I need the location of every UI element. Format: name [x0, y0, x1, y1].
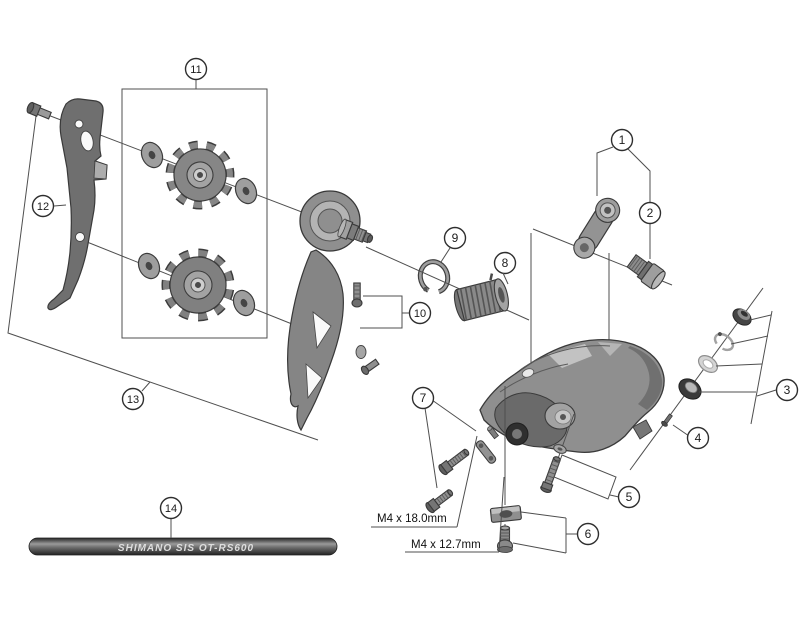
callout-13-number: 13: [127, 394, 139, 406]
callout-11-number: 11: [190, 64, 201, 76]
nut-plate: [489, 505, 522, 523]
callout-10: 10: [408, 301, 432, 325]
callout-7: 7: [411, 386, 435, 410]
callout-3: 3: [775, 378, 799, 402]
callout-5: 5: [617, 485, 641, 509]
pulley-washer: [234, 177, 258, 205]
callout-9-number: 9: [452, 231, 459, 245]
b-axle-parts-group: [678, 308, 777, 425]
cable-marking-text: SHIMANO SIS OT-RS600: [118, 543, 254, 554]
plate-bolts-bracket-10: [360, 295, 410, 329]
callout-2-number: 2: [647, 206, 654, 220]
b-axle-stopper-ring: [678, 378, 702, 400]
callout-3-number: 3: [784, 383, 791, 397]
bolt-length-label-top: M4 x 18.0mm: [377, 513, 447, 525]
dimension-label-bottom: M4 x 12.7mm: [405, 476, 505, 553]
callout-8: 8: [493, 251, 517, 285]
callout-13: 13: [121, 387, 145, 411]
derailleur-body: [479, 338, 665, 454]
callout-8-number: 8: [502, 256, 509, 270]
cage-axle: [337, 218, 374, 244]
dimension-label-top: M4 x 18.0mm: [371, 435, 478, 528]
inner-cage-plate: [47, 98, 108, 311]
bracket-6-lines: [512, 511, 577, 554]
bracket-3-lines: [699, 310, 777, 425]
bracket-axle-unit: [573, 197, 621, 259]
b-axle-nut: [732, 308, 752, 326]
callout-6: 6: [576, 522, 600, 546]
callout-1-number: 1: [619, 133, 626, 147]
mounting-bolt-long: [438, 448, 470, 476]
plate-bolt-lower: [360, 358, 380, 375]
callout-4-number: 4: [695, 431, 702, 445]
tension-spring: [453, 273, 509, 322]
leader-line-4: [672, 424, 690, 437]
b-axle-washer: [697, 355, 719, 373]
tension-pulley: [161, 248, 235, 322]
pulley-washer: [137, 252, 161, 280]
plate-bolt-upper: [351, 282, 363, 308]
callout-12: 12: [31, 194, 67, 218]
outer-casing: SHIMANO SIS OT-RS600: [28, 519, 338, 556]
mounting-bolt-short: [425, 489, 454, 514]
cage-spacer-stud: [487, 426, 499, 440]
callout-5-number: 5: [626, 490, 633, 504]
callout-12-number: 12: [37, 201, 49, 213]
bracket-axle-bolt: [626, 253, 666, 290]
clamp-bolt-5: [540, 456, 561, 493]
callout-11: 11: [184, 57, 208, 89]
callout-10-number: 10: [414, 308, 426, 320]
b-axle-circlip: [713, 332, 735, 352]
callout-7-number: 7: [420, 391, 427, 405]
callout-9: 9: [440, 226, 467, 263]
cage-pivot-bolt: [26, 101, 52, 120]
bracket-1-lines: [596, 146, 651, 259]
bracket-5-box: [553, 454, 620, 500]
cage-assembly-bracket-13: [7, 115, 319, 441]
snap-ring: [417, 259, 451, 295]
callout-6-number: 6: [585, 527, 592, 541]
stopper-screw: [661, 413, 673, 427]
plate-bolt-washer: [355, 345, 367, 359]
clamp-bolt-washer: [553, 444, 567, 454]
outer-cage-plate-assembly: [287, 190, 380, 432]
callout-1: 1: [610, 128, 634, 152]
pulley-washer: [232, 289, 256, 317]
guide-pulley: [165, 140, 235, 210]
bolt-length-label-bottom: M4 x 12.7mm: [411, 539, 481, 551]
bracket-7-lines: [424, 399, 477, 489]
pulley-group-box: [121, 88, 268, 339]
callout-14: 14: [159, 496, 183, 520]
cage-spacer-link: [475, 440, 497, 464]
pulley-washer: [140, 141, 164, 169]
callout-2: 2: [638, 201, 662, 225]
callout-14-number: 14: [165, 503, 177, 515]
callout-4: 4: [686, 426, 710, 450]
